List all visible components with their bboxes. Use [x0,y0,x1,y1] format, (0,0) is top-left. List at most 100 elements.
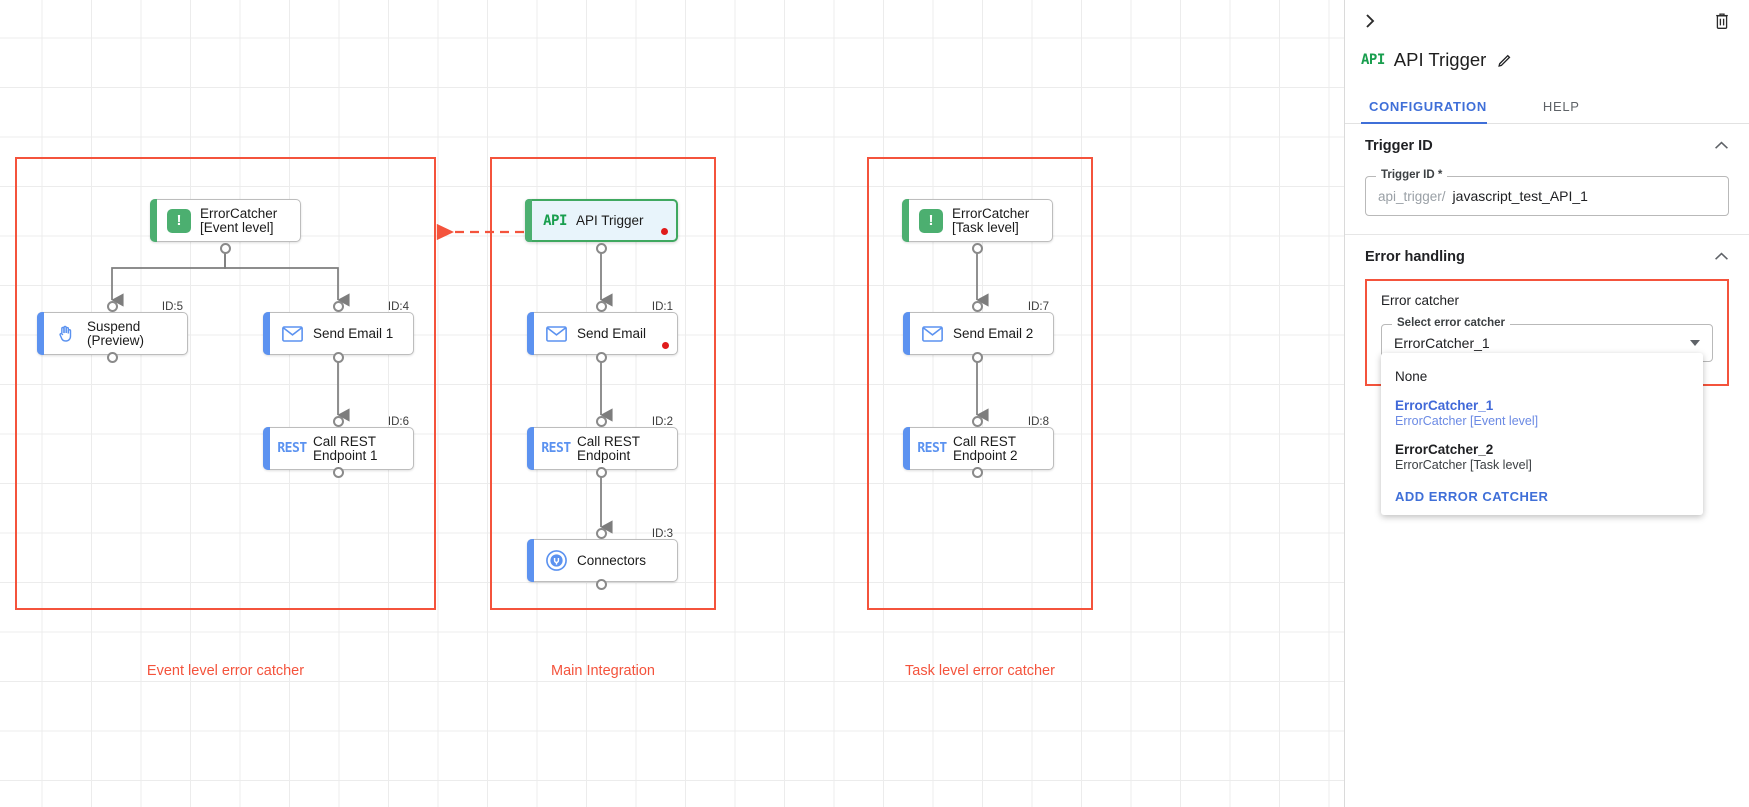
node-port-out[interactable] [972,352,983,363]
node-port-out[interactable] [596,243,607,254]
node-port-out[interactable] [972,243,983,254]
section-error-handling-header[interactable]: Error handling [1365,249,1729,265]
group-label-main-integration: Main Integration [551,663,655,679]
trigger-id-prefix: api_trigger/ [1378,188,1446,204]
node-label: Send Email 1 [313,325,394,341]
rest-icon: REST [277,441,307,456]
api-icon: API [543,212,567,229]
node-port-out[interactable] [107,352,118,363]
node-send-email-1[interactable]: Send Email 1 ID:4 [263,301,414,355]
node-label: Call REST Endpoint 2 [953,433,1018,463]
node-port-out[interactable] [596,352,607,363]
node-id-badge: ID:4 [387,301,409,313]
properties-panel: API API Trigger CONFIGURATION HELP Trigg… [1344,0,1749,807]
section-trigger-id: Trigger ID Trigger ID * api_trigger/ jav… [1345,124,1749,235]
tab-help[interactable]: HELP [1542,99,1580,114]
node-id-badge: ID:6 [387,416,409,428]
chevron-right-icon[interactable] [1357,8,1383,34]
node-port-out[interactable] [333,352,344,363]
node-accent-bar [150,199,157,242]
add-error-catcher-button[interactable]: ADD ERROR CATCHER [1395,489,1549,504]
node-label: Call REST Endpoint [577,433,641,463]
option-primary: None [1395,369,1428,384]
chevron-up-icon[interactable] [1714,250,1729,264]
node-suspend[interactable]: Suspend (Preview) ID:5 [37,301,188,355]
node-error-indicator [662,342,669,349]
group-box-event-level[interactable] [15,157,436,610]
node-connectors[interactable]: Connectors ID:3 [527,528,678,582]
node-accent-bar [527,539,534,582]
node-accent-bar [263,312,270,355]
node-send-email-2[interactable]: Send Email 2 ID:7 [903,301,1054,355]
node-port-in[interactable] [596,301,607,312]
node-label: Connectors [577,552,647,568]
error-catcher-label: Error catcher [1381,293,1460,308]
chevron-down-icon[interactable] [1690,340,1700,346]
group-label-task-level: Task level error catcher [905,663,1055,679]
node-port-in[interactable] [333,416,344,427]
connectors-icon [539,549,573,572]
node-accent-bar [527,312,534,355]
panel-tabs: CONFIGURATION HELP [1345,90,1749,124]
node-label: Send Email 2 [953,325,1034,341]
envelope-icon [539,325,573,342]
select-error-catcher-label: Select error catcher [1392,317,1511,329]
node-id-badge: ID:3 [651,528,673,540]
pencil-icon[interactable] [1497,52,1513,68]
trigger-id-input[interactable]: javascript_test_API_1 [1452,188,1588,204]
node-port-out[interactable] [972,467,983,478]
rest-icon: REST [917,441,947,456]
trash-icon[interactable] [1709,8,1735,34]
error-catcher-icon: ! [162,208,196,233]
node-label: Send Email [577,325,647,341]
node-id-badge: ID:7 [1027,301,1049,313]
option-secondary: ErrorCatcher [Event level] [1395,414,1539,428]
node-port-in[interactable] [596,416,607,427]
node-port-in[interactable] [107,301,118,312]
workflow-canvas[interactable]: Event level error catcher Main Integrati… [0,0,1344,807]
node-port-in[interactable] [972,301,983,312]
panel-title-row: API API Trigger [1345,42,1749,78]
dropdown-option-errorcatcher-1[interactable]: ErrorCatcher_1 ErrorCatcher [Event level… [1381,391,1703,435]
chevron-up-icon[interactable] [1714,139,1729,153]
node-call-rest-endpoint[interactable]: REST Call REST Endpoint ID:2 [527,416,678,470]
node-errorcatcher-event[interactable]: ! ErrorCatcher [Event level] [150,199,301,242]
tab-configuration[interactable]: CONFIGURATION [1361,90,1505,124]
select-error-catcher-value: ErrorCatcher_1 [1394,335,1490,351]
node-port-in[interactable] [333,301,344,312]
node-accent-bar [903,312,910,355]
node-port-out[interactable] [596,579,607,590]
node-errorcatcher-task[interactable]: ! ErrorCatcher [Task level] [902,199,1053,242]
section-trigger-id-header[interactable]: Trigger ID [1365,138,1729,154]
panel-topbar [1345,0,1749,42]
node-port-out[interactable] [220,243,231,254]
node-label: ErrorCatcher [Event level] [200,205,278,235]
section-title: Error handling [1365,249,1465,265]
option-secondary: ErrorCatcher [Task level] [1395,458,1532,472]
node-label: Call REST Endpoint 1 [313,433,378,463]
dropdown-option-none[interactable]: None [1381,362,1703,391]
node-id-badge: ID:2 [651,416,673,428]
node-send-email[interactable]: Send Email ID:1 [527,301,678,355]
node-call-rest-endpoint-1[interactable]: REST Call REST Endpoint 1 ID:6 [263,416,414,470]
trigger-id-field[interactable]: Trigger ID * api_trigger/ javascript_tes… [1365,169,1729,216]
section-title: Trigger ID [1365,138,1433,154]
node-port-out[interactable] [333,467,344,478]
trigger-id-label: Trigger ID * [1376,169,1448,181]
node-api-trigger[interactable]: API API Trigger [525,199,678,242]
hand-icon [49,324,83,344]
node-accent-bar [902,199,909,242]
node-port-in[interactable] [972,416,983,427]
node-port-out[interactable] [596,467,607,478]
node-id-badge: ID:8 [1027,416,1049,428]
node-accent-bar [37,312,44,355]
dropdown-option-errorcatcher-2[interactable]: ErrorCatcher_2 ErrorCatcher [Task level] [1381,435,1703,479]
section-error-handling: Error handling Error catcher Select erro… [1345,235,1749,515]
group-box-main-integration[interactable] [490,157,716,610]
node-port-in[interactable] [596,528,607,539]
node-call-rest-endpoint-2[interactable]: REST Call REST Endpoint 2 ID:8 [903,416,1054,470]
group-box-task-level[interactable] [867,157,1093,610]
error-catcher-icon: ! [914,208,948,233]
node-label: ErrorCatcher [Task level] [952,205,1030,235]
node-accent-bar [903,427,910,470]
